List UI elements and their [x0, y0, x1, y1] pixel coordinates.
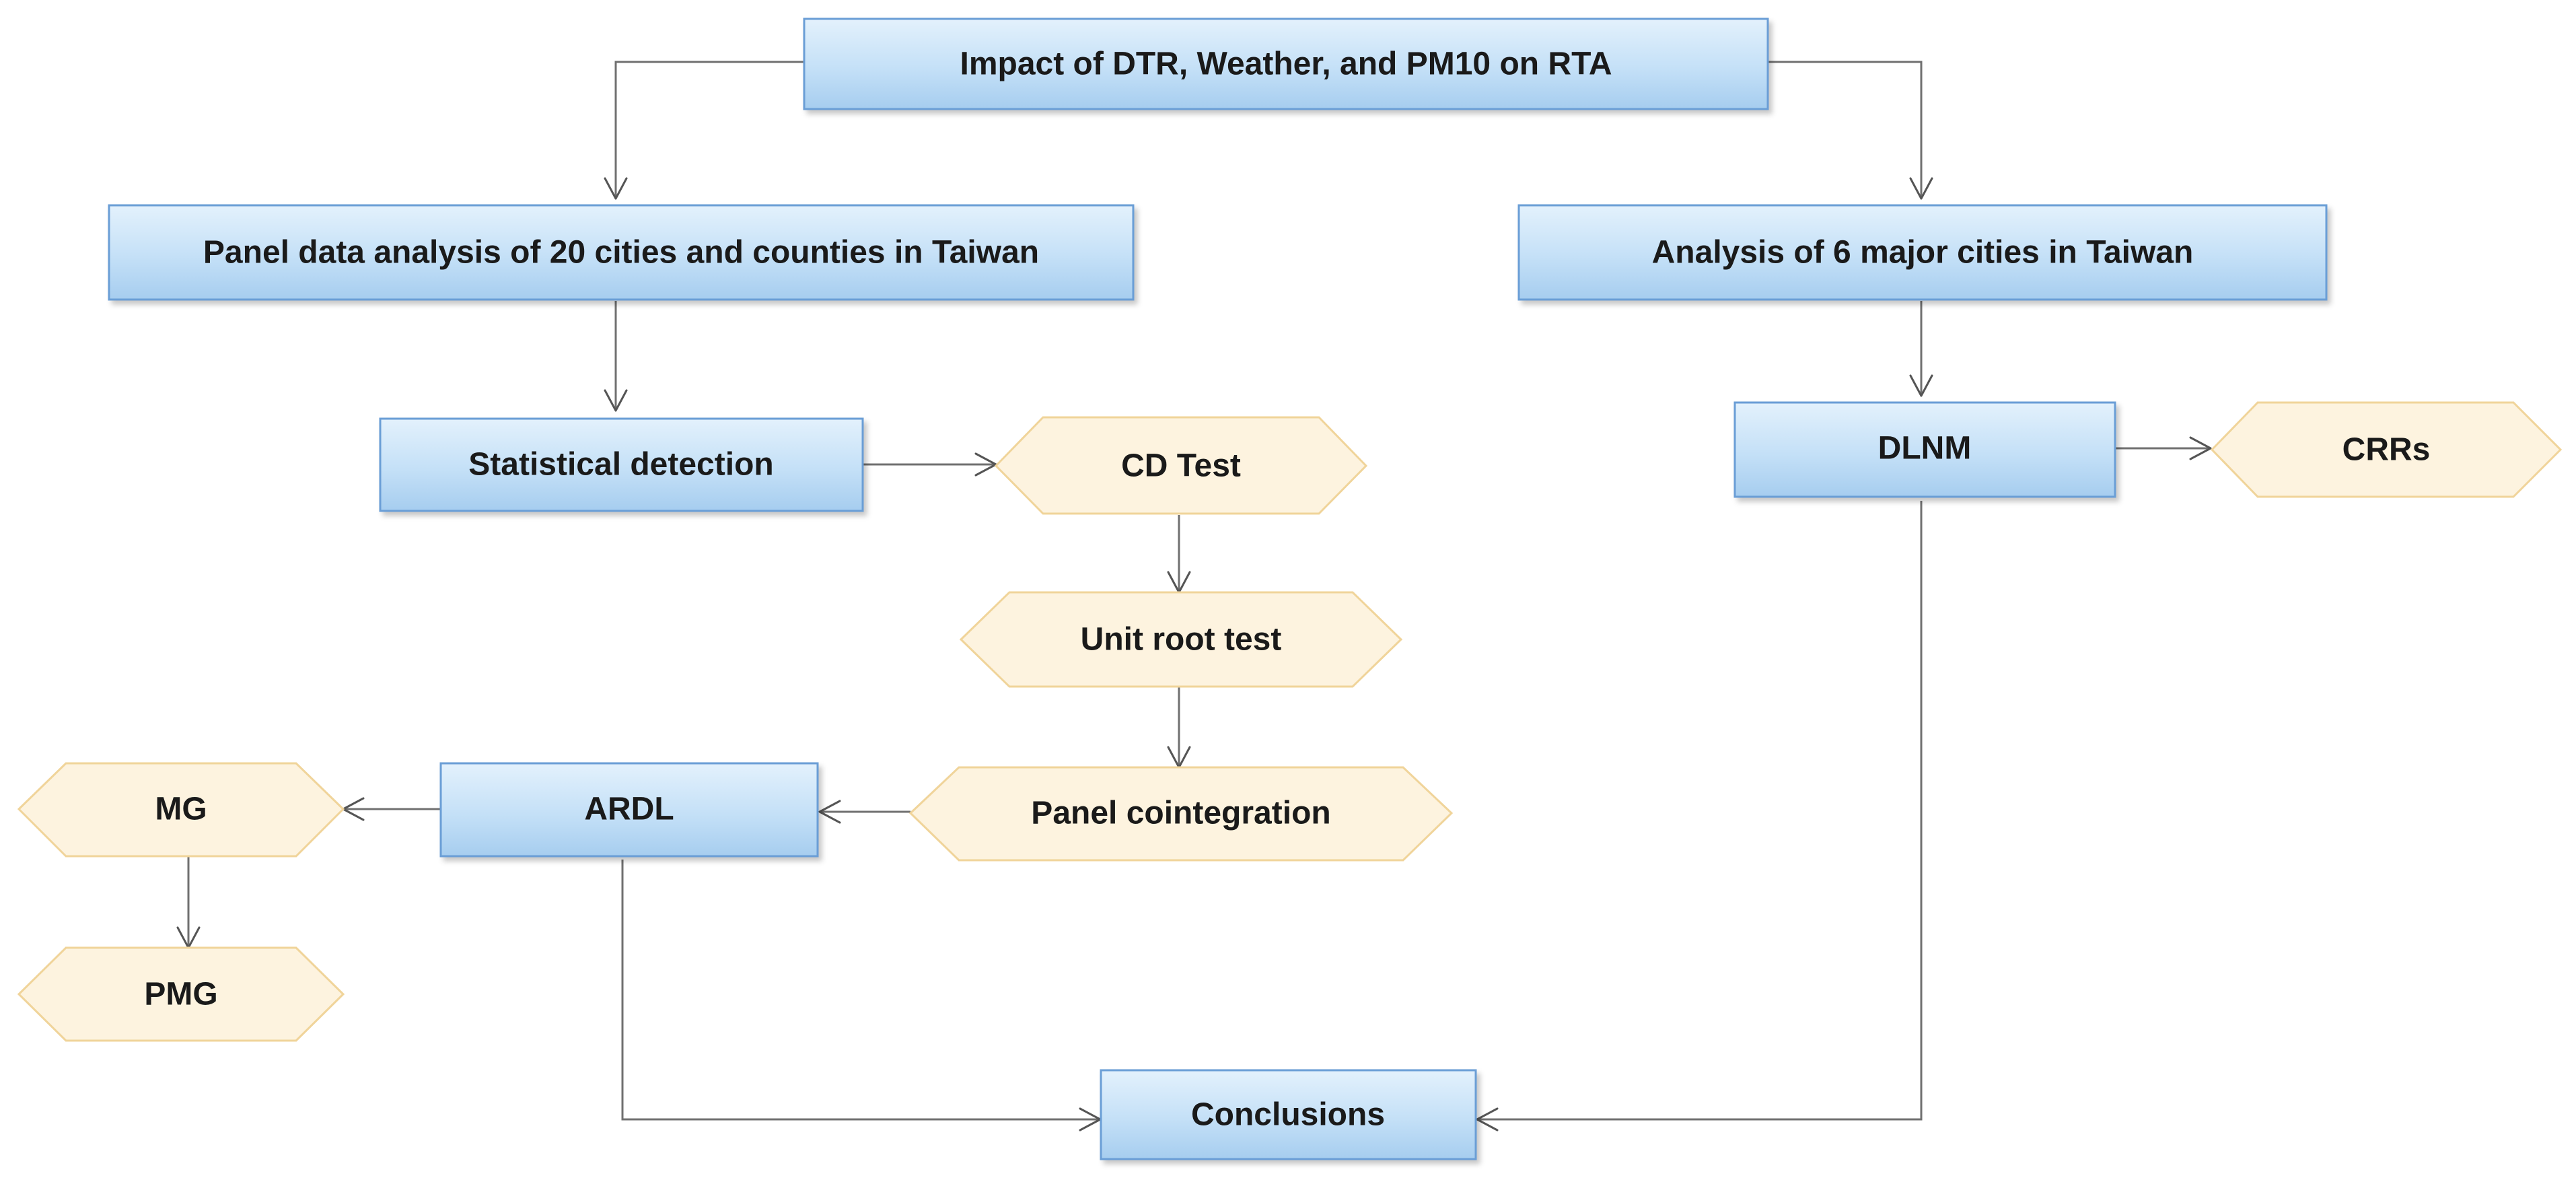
node-ardl-label: ARDL: [584, 792, 674, 827]
node-statistical-detection-label: Statistical detection: [468, 447, 773, 483]
node-pmg-label: PMG: [144, 977, 217, 1012]
node-cd-test-label: CD Test: [1121, 448, 1241, 484]
node-cd-test: CD Test: [994, 416, 1368, 515]
arrow-head-icon: [1909, 374, 1933, 397]
node-crrs: CRRs: [2210, 401, 2563, 498]
node-six-cities-analysis: Analysis of 6 major cities in Taiwan: [1517, 204, 2328, 301]
arrow-head-icon: [2189, 436, 2212, 460]
node-pmg: PMG: [17, 946, 345, 1042]
node-panel-data-analysis-label: Panel data analysis of 20 cities and cou…: [203, 235, 1039, 271]
edge-impact-to-six-cities: [1768, 61, 1923, 199]
node-crrs-label: CRRs: [2342, 432, 2431, 468]
arrow-head-icon: [818, 800, 841, 824]
node-panel-cointegration-label: Panel cointegration: [1031, 796, 1330, 831]
node-statistical-detection: Statistical detection: [379, 417, 864, 512]
node-mg: MG: [17, 762, 345, 858]
node-ardl: ARDL: [439, 762, 819, 858]
node-conclusions-label: Conclusions: [1191, 1097, 1385, 1133]
node-dlnm-label: DLNM: [1878, 431, 1972, 466]
node-panel-cointegration: Panel cointegration: [908, 766, 1454, 862]
node-six-cities-analysis-label: Analysis of 6 major cities in Taiwan: [1652, 235, 2194, 271]
box-nodes: Impact of DTR, Weather, and PM10 on RTA …: [108, 18, 2328, 1160]
edges: [176, 61, 2212, 1131]
edge-dlnm-to-conclusions: [1477, 501, 1923, 1121]
hexagon-nodes: CD Test CRRs Unit root test Panel cointe…: [17, 401, 2563, 1042]
node-mg-label: MG: [155, 792, 207, 827]
arrow-head-icon: [604, 177, 628, 200]
node-impact: Impact of DTR, Weather, and PM10 on RTA: [803, 18, 1769, 110]
arrow-head-icon: [1476, 1107, 1499, 1131]
edge-impact-to-panel: [614, 61, 804, 199]
node-unit-root-test-label: Unit root test: [1081, 622, 1282, 658]
node-impact-label: Impact of DTR, Weather, and PM10 on RTA: [960, 46, 1612, 82]
arrow-head-icon: [1909, 177, 1933, 200]
node-conclusions: Conclusions: [1100, 1069, 1477, 1160]
node-unit-root-test: Unit root test: [959, 591, 1403, 688]
node-dlnm: DLNM: [1733, 401, 2116, 498]
node-panel-data-analysis: Panel data analysis of 20 cities and cou…: [108, 204, 1135, 301]
arrow-head-icon: [604, 389, 628, 412]
edge-ardl-to-conclusions: [621, 860, 1100, 1121]
